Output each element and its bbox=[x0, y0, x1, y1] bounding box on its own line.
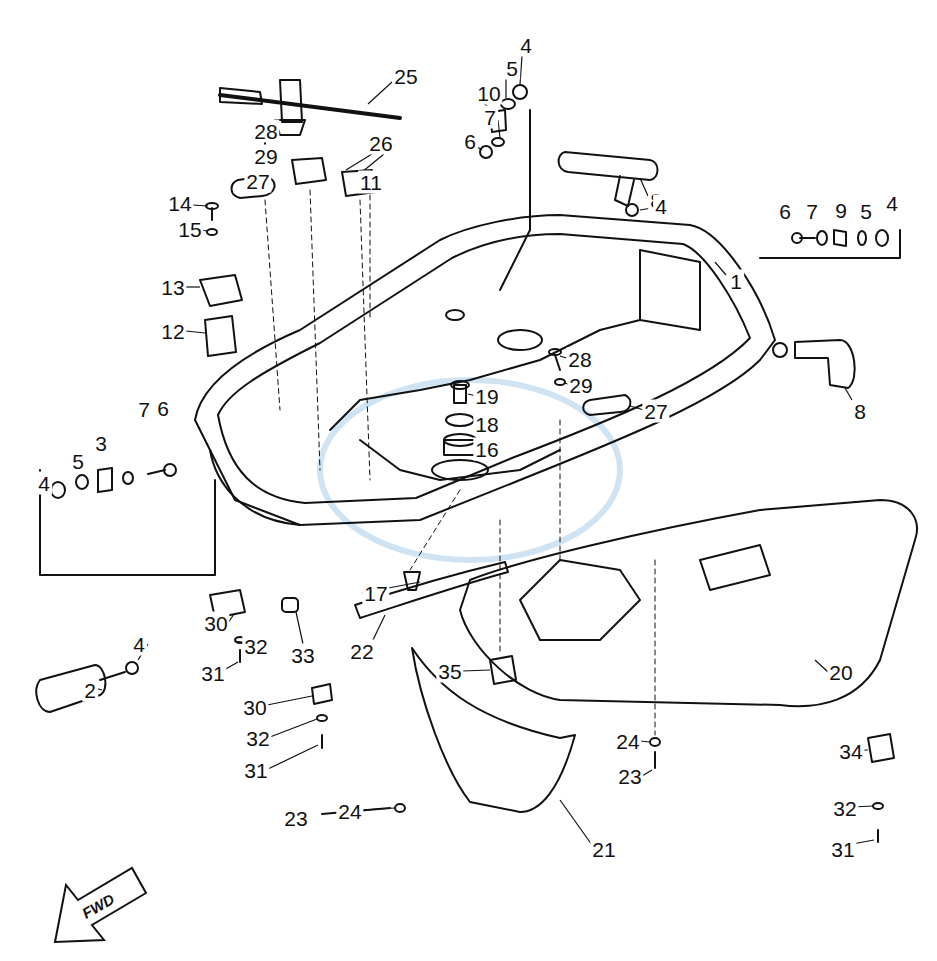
callout-number: 12 bbox=[159, 320, 186, 343]
callout-number: 33 bbox=[289, 644, 316, 667]
callout-number: 32 bbox=[242, 635, 269, 658]
callout-number: 27 bbox=[642, 400, 669, 423]
callout-number: 26 bbox=[367, 132, 394, 155]
callout-number: 15 bbox=[176, 218, 203, 241]
callout-number: 5 bbox=[504, 57, 520, 80]
callout-number: 29 bbox=[567, 374, 594, 397]
callout-number: 14 bbox=[166, 192, 193, 215]
callout-number: 6 bbox=[462, 130, 478, 153]
callout-number: 6 bbox=[777, 200, 793, 223]
callout-number: 17 bbox=[362, 582, 389, 605]
callout-number: 24 bbox=[614, 730, 641, 753]
callout-number: 7 bbox=[482, 106, 498, 129]
callout-number: 10 bbox=[475, 82, 502, 105]
callout-number: 27 bbox=[244, 170, 271, 193]
callout-number: 18 bbox=[473, 413, 500, 436]
callout-number: 16 bbox=[473, 438, 500, 461]
callout-number: 35 bbox=[436, 660, 463, 683]
callout-number: 19 bbox=[473, 385, 500, 408]
callout-number: 5 bbox=[858, 200, 874, 223]
callout-number: 22 bbox=[348, 640, 375, 663]
callout-number: 23 bbox=[616, 765, 643, 788]
callout-number: 4 bbox=[36, 472, 52, 495]
callout-number: 9 bbox=[833, 199, 849, 222]
callout-number: 7 bbox=[804, 200, 820, 223]
callout-number: 4 bbox=[131, 633, 147, 656]
callout-number: 2 bbox=[82, 679, 98, 702]
callout-number: 29 bbox=[252, 145, 279, 168]
callout-number: 3 bbox=[93, 432, 109, 455]
callout-number: 30 bbox=[202, 612, 229, 635]
callout-number: 20 bbox=[827, 661, 854, 684]
callout-number: 28 bbox=[252, 120, 279, 143]
callout-number: 25 bbox=[392, 65, 419, 88]
callout-number: 31 bbox=[242, 759, 269, 782]
callout-number: 11 bbox=[358, 171, 384, 194]
callout-number: 32 bbox=[244, 727, 271, 750]
callout-number: 4 bbox=[653, 195, 669, 218]
callout-number: 7 bbox=[136, 398, 152, 421]
callout-number: 23 bbox=[282, 807, 309, 830]
callout-number: 32 bbox=[831, 797, 858, 820]
callout-number: 31 bbox=[829, 838, 856, 861]
callout-number: 31 bbox=[199, 662, 226, 685]
callout-number: 4 bbox=[884, 192, 900, 215]
callout-number: 21 bbox=[590, 838, 617, 861]
callout-number: 28 bbox=[566, 348, 593, 371]
callout-number: 24 bbox=[336, 800, 363, 823]
callout-number: 34 bbox=[837, 740, 864, 763]
callout-number: 6 bbox=[155, 397, 171, 420]
callout-number: 30 bbox=[241, 696, 268, 719]
callout-number: 4 bbox=[518, 34, 534, 57]
callout-number: 5 bbox=[70, 450, 86, 473]
callout-number: 1 bbox=[728, 270, 744, 293]
callout-number: 13 bbox=[159, 276, 186, 299]
callout-number: 8 bbox=[852, 400, 868, 423]
forward-arrow bbox=[55, 868, 146, 942]
